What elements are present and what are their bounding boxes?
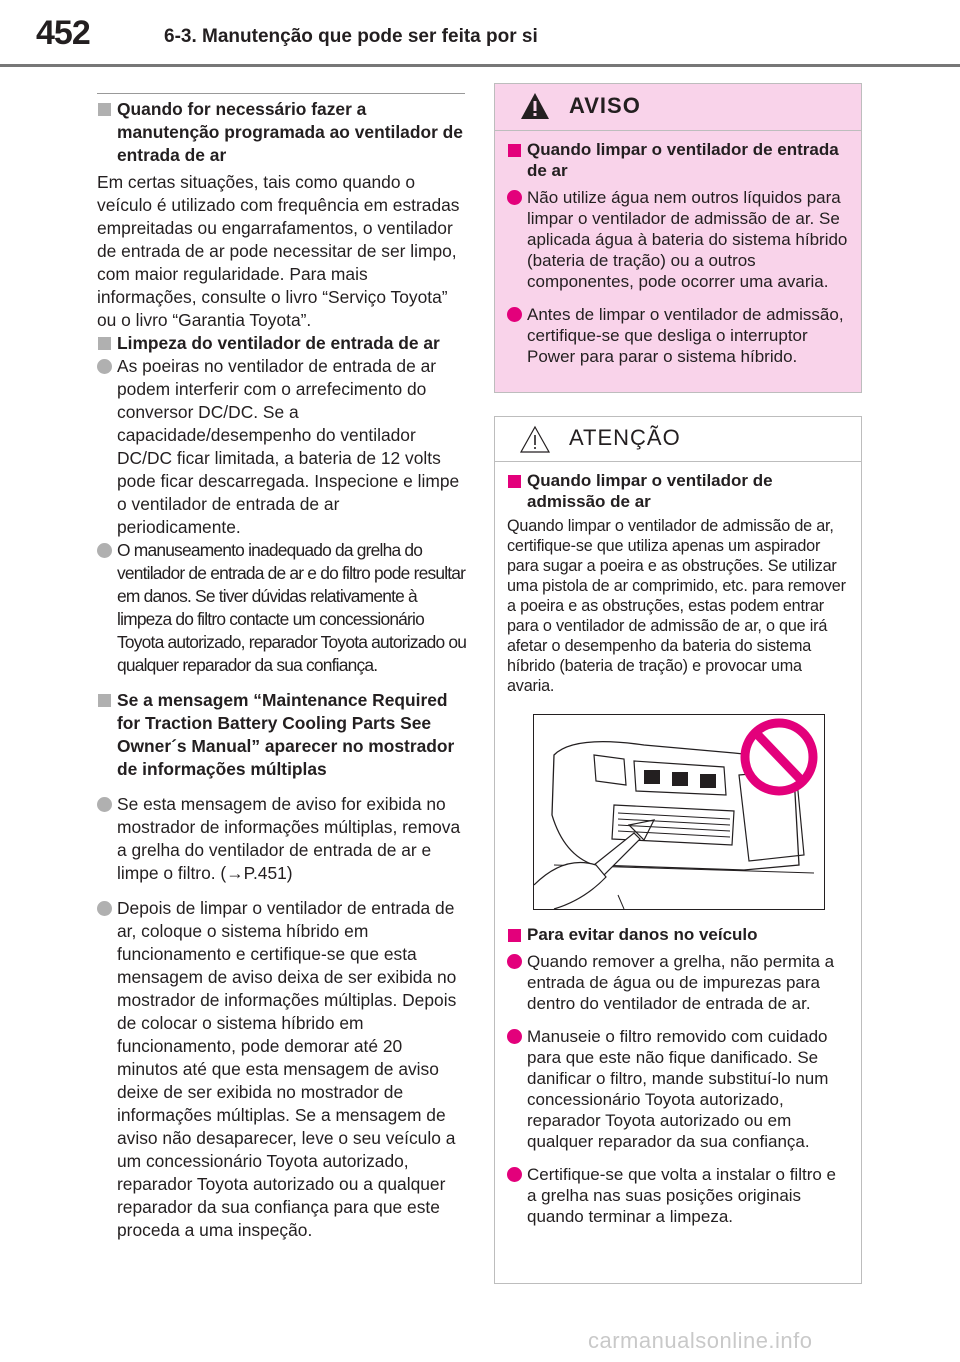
atencao-title: ATENÇÃO bbox=[569, 425, 681, 450]
bullet-item: Antes de limpar o ventilador de admissão… bbox=[507, 304, 849, 367]
atencao-title-row: ATENÇÃO bbox=[495, 417, 861, 462]
bullet-item: Se esta mensagem de aviso for exibida no… bbox=[97, 793, 467, 885]
section-heading: Se a mensagem “Maintenance Required for … bbox=[97, 689, 467, 781]
column-divider bbox=[97, 93, 465, 94]
caution-triangle-icon bbox=[519, 425, 551, 453]
watermark: carmanualsonline.info bbox=[588, 1328, 813, 1353]
header-divider bbox=[0, 64, 960, 67]
atencao-heading: Para evitar danos no veículo bbox=[507, 924, 849, 945]
section-text: Em certas situações, tais como quando o … bbox=[97, 172, 460, 330]
bullet-item: Manuseie o filtro removido com cuidado p… bbox=[507, 1026, 849, 1152]
left-column: Quando for necessário fazer a manutenção… bbox=[97, 98, 467, 1242]
bullet-item: Depois de limpar o ventilador de entrada… bbox=[97, 897, 467, 1242]
bullet-item: Certifique-se que volta a instalar o fil… bbox=[507, 1164, 849, 1227]
atencao-text: Quando limpar o ventilador de admissão d… bbox=[507, 517, 846, 695]
page-number: 452 bbox=[36, 14, 91, 52]
aviso-title-row: AVISO bbox=[495, 84, 861, 131]
atencao-heading: Quando limpar o ventilador de admissão d… bbox=[507, 470, 849, 512]
bullet-item: O manuseamento inadequado da grelha do v… bbox=[97, 539, 467, 677]
vent-cleaning-drawing bbox=[534, 718, 818, 909]
page-header: 452 6-3. Manutenção que pode ser feita p… bbox=[0, 0, 960, 67]
chapter-title: 6-3. Manutenção que pode ser feita por s… bbox=[164, 26, 538, 47]
vent-cleaning-illustration bbox=[533, 714, 825, 910]
atencao-caution-box: ATENÇÃO Quando limpar o ventilador de ad… bbox=[494, 416, 862, 1284]
aviso-title: AVISO bbox=[569, 93, 641, 118]
warning-triangle-icon bbox=[521, 93, 549, 119]
bullet-item: As poeiras no ventilador de entrada de a… bbox=[97, 355, 467, 539]
section-heading: Quando for necessário fazer a manutenção… bbox=[97, 98, 467, 167]
bullet-item: Quando remover a grelha, não permita a e… bbox=[507, 951, 849, 1014]
section-heading: Limpeza do ventilador de entrada de ar bbox=[97, 332, 467, 355]
aviso-heading: Quando limpar o ventilador de entrada de… bbox=[507, 139, 849, 181]
bullet-item: Não utilize água nem outros líquidos par… bbox=[507, 187, 849, 292]
aviso-warning-box: AVISO Quando limpar o ventilador de entr… bbox=[494, 83, 862, 393]
